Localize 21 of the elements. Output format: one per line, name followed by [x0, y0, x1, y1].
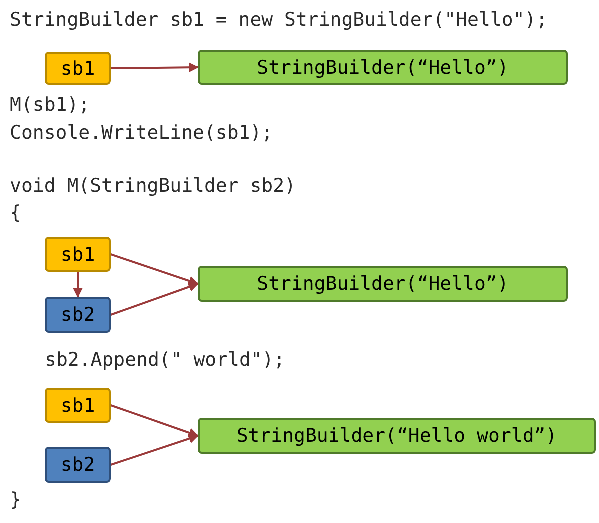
variable-box: sb2 — [45, 447, 111, 483]
code-line: { — [10, 201, 22, 225]
arrow — [110, 62, 199, 73]
arrow — [110, 282, 199, 316]
object-box: StringBuilder(“Hello”) — [198, 266, 568, 302]
code-line: M(sb1); — [10, 93, 90, 117]
arrow — [73, 272, 83, 298]
arrow — [110, 404, 199, 438]
code-line: StringBuilder sb1 = new StringBuilder("Hello"); — [10, 8, 548, 32]
object-box: StringBuilder(“Hello”) — [198, 50, 568, 85]
code-line: Console.WriteLine(sb1); — [10, 121, 274, 145]
variable-box: sb1 — [45, 52, 111, 85]
code-line: void M(StringBuilder sb2) — [10, 174, 296, 198]
arrow — [110, 254, 199, 286]
variable-box: sb2 — [45, 297, 111, 333]
variable-box: sb1 — [45, 388, 111, 423]
object-box: StringBuilder(“Hello world”) — [198, 418, 596, 454]
variable-box: sb1 — [45, 237, 111, 272]
arrow — [110, 434, 199, 466]
code-line: } — [10, 488, 22, 512]
code-line: sb2.Append(" world"); — [45, 348, 286, 372]
